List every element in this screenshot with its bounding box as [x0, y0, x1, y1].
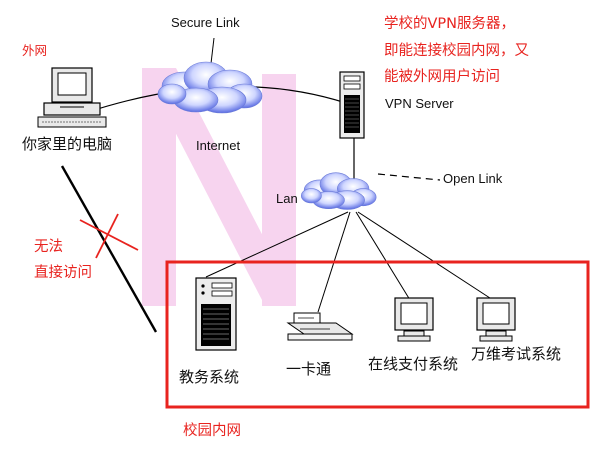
academic-server-icon — [195, 277, 237, 351]
vpn-note-line-2: 即能连接校园内网，又 — [384, 43, 529, 59]
home-pc-label: 你家里的电脑 — [22, 135, 113, 153]
cross-mark-icon — [79, 213, 139, 259]
printer-icon — [286, 312, 354, 341]
vpn-server-label: VPN Server — [385, 96, 454, 111]
no-access-label-line-2: 直接访问 — [34, 265, 92, 281]
watermark-shape — [142, 68, 296, 306]
open-link-label: Open Link — [443, 171, 503, 186]
campus-intranet-border — [165, 260, 590, 409]
payment-monitor-icon — [394, 297, 434, 342]
no-access-label-line-1: 无法 — [34, 239, 63, 255]
secure-link-label: Secure Link — [171, 15, 240, 30]
exam-monitor-icon — [476, 297, 516, 342]
vpn-note-line-3: 能被外网用户访问 — [384, 69, 500, 85]
outside-net-label: 外网 — [22, 43, 48, 58]
online-payment-label: 在线支付系统 — [368, 355, 459, 373]
lan-label: Lan — [276, 191, 298, 206]
lan-cloud-icon — [300, 172, 377, 210]
exam-system-label: 万维考试系统 — [471, 345, 562, 363]
vpn-note-line-1: 学校的VPN服务器， — [384, 16, 516, 32]
open-link-dash — [377, 173, 441, 181]
internet-label: Internet — [196, 138, 241, 153]
campus-card-label: 一卡通 — [286, 360, 332, 378]
home-pc-icon — [37, 67, 107, 128]
blocked-access-line — [60, 165, 158, 333]
vpn-server-icon — [339, 71, 365, 139]
campus-intranet-label: 校园内网 — [183, 423, 241, 439]
academic-system-label: 教务系统 — [179, 368, 240, 386]
